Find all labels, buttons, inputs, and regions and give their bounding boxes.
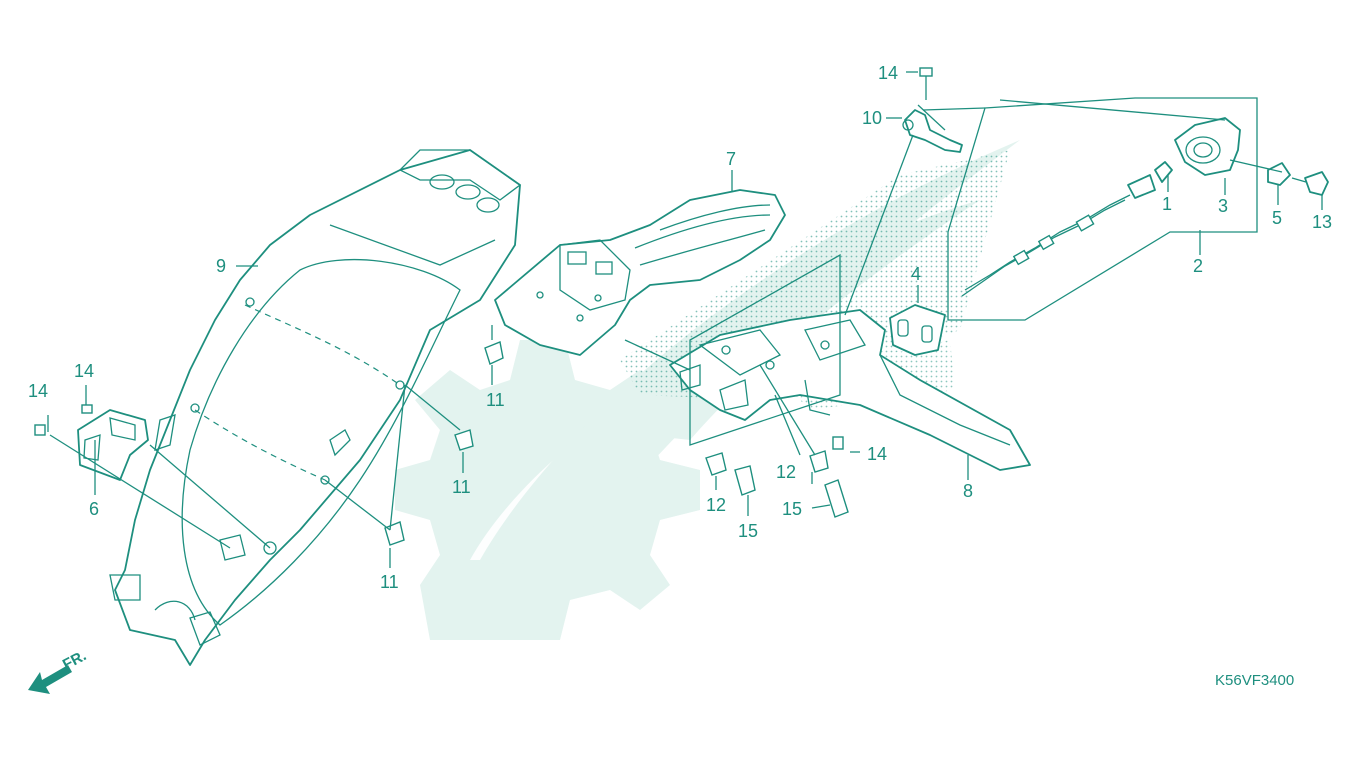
- callout-14: 14: [878, 63, 898, 83]
- screw-14d: [832, 436, 844, 450]
- nut-12b: [809, 450, 829, 473]
- callout-11: 11: [452, 477, 471, 497]
- nut-11a: [484, 325, 504, 365]
- callout-12: 12: [706, 495, 726, 515]
- nut-11b: [454, 429, 474, 451]
- callout-11: 11: [380, 572, 399, 592]
- callout-14: 14: [28, 381, 48, 401]
- fasteners: [34, 67, 933, 546]
- callout-3: 3: [1218, 196, 1228, 216]
- rear-seat-cowl: [494, 189, 786, 356]
- callout-11: 11: [486, 390, 505, 410]
- rubber-pad: [889, 304, 946, 356]
- bracket-outline: [689, 253, 841, 446]
- callout-7: 7: [726, 149, 736, 169]
- callout-4: 4: [911, 264, 921, 284]
- callout-labels: 14 10 7 1 3 5 13 2 4 9 14 14 11 11 6 11 …: [28, 63, 1332, 592]
- callout-6: 6: [89, 499, 99, 519]
- callout-14: 14: [74, 361, 94, 381]
- rear-inner-fender: [109, 149, 522, 666]
- rear-fender: [669, 309, 1031, 471]
- callout-13: 13: [1312, 212, 1332, 232]
- wire-clamp: [902, 109, 963, 153]
- front-direction-arrow: FR.: [28, 647, 89, 694]
- callout-15: 15: [738, 521, 758, 541]
- callout-10: 10: [862, 108, 882, 128]
- drawing-code: K56VF3400: [1215, 672, 1294, 689]
- rear-bracket: [77, 409, 149, 481]
- screw-14a: [919, 67, 933, 100]
- callout-15: 15: [782, 499, 802, 519]
- callout-8: 8: [963, 481, 973, 501]
- screw-14b: [81, 404, 93, 414]
- leader-lines: [47, 71, 1323, 568]
- callout-14: 14: [867, 444, 887, 464]
- callout-2: 2: [1193, 256, 1203, 276]
- assembly-outline: [947, 97, 1258, 321]
- bolt-15a: [734, 465, 756, 496]
- callout-9: 9: [216, 256, 226, 276]
- taillight-assembly: [961, 117, 1329, 297]
- nut-12a: [705, 452, 727, 476]
- callout-12: 12: [776, 462, 796, 482]
- callout-5: 5: [1272, 208, 1282, 228]
- screw-14c: [34, 424, 46, 436]
- bolt-15b: [824, 479, 849, 518]
- callout-1: 1: [1162, 194, 1172, 214]
- nut-11c: [384, 521, 405, 546]
